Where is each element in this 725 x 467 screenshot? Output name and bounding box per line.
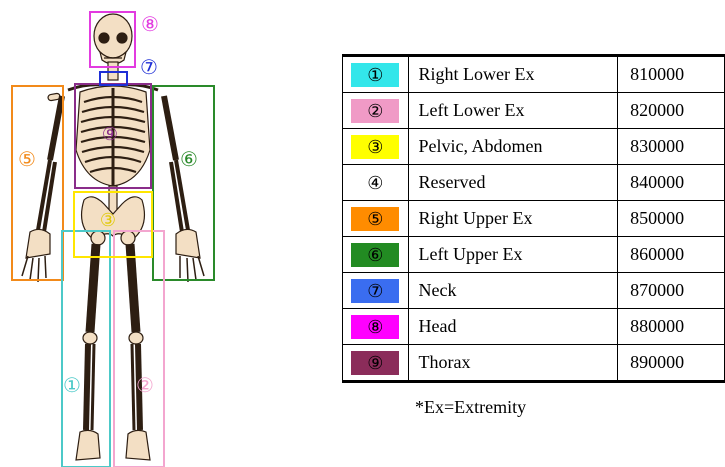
region-number: ① (351, 63, 399, 87)
region-name: Thorax (408, 345, 618, 382)
region-code: 840000 (618, 165, 725, 201)
region-number-cell: ⑧ (343, 309, 409, 345)
region-code: 850000 (618, 201, 725, 237)
label-5-right-upper: ⑤ (18, 147, 36, 171)
region-number-cell: ⑦ (343, 273, 409, 309)
region-number-cell: ⑤ (343, 201, 409, 237)
label-9-thorax: ⑨ (102, 124, 118, 145)
region-name: Pelvic, Abdomen (408, 129, 618, 165)
label-6-left-upper: ⑥ (180, 147, 198, 171)
region-number: ④ (351, 171, 399, 195)
label-3-pelvic: ③ (100, 210, 116, 231)
region-number: ⑦ (351, 279, 399, 303)
region-number: ⑧ (351, 315, 399, 339)
region-number: ⑤ (351, 207, 399, 231)
region-code: 830000 (618, 129, 725, 165)
region-name: Left Lower Ex (408, 93, 618, 129)
region-name: Left Upper Ex (408, 237, 618, 273)
region-number: ③ (351, 135, 399, 159)
region-code: 870000 (618, 273, 725, 309)
region-name: Reserved (408, 165, 618, 201)
region-code: 820000 (618, 93, 725, 129)
region-number: ② (351, 99, 399, 123)
region-name: Right Upper Ex (408, 201, 618, 237)
region-name: Head (408, 309, 618, 345)
region-number-cell: ④ (343, 165, 409, 201)
region-number-cell: ⑨ (343, 345, 409, 382)
region-name: Neck (408, 273, 618, 309)
footnote: *Ex=Extremity (415, 397, 526, 418)
region-code: 890000 (618, 345, 725, 382)
region-number-cell: ② (343, 93, 409, 129)
region-code: 880000 (618, 309, 725, 345)
skeleton-figure: ⑧ ⑦ ⑤ ⑥ ⑨ ③ ① ② (0, 0, 230, 467)
region-name: Right Lower Ex (408, 56, 618, 93)
label-8-head: ⑧ (141, 12, 159, 36)
region-number: ⑨ (351, 351, 399, 375)
region-code: 860000 (618, 237, 725, 273)
region-number: ⑥ (351, 243, 399, 267)
label-2-left-lower: ② (136, 373, 154, 397)
label-7-neck: ⑦ (140, 55, 158, 79)
region-number-cell: ① (343, 56, 409, 93)
label-1-right-lower: ① (63, 373, 81, 397)
region-number-cell: ③ (343, 129, 409, 165)
region-code: 810000 (618, 56, 725, 93)
region-number-cell: ⑥ (343, 237, 409, 273)
